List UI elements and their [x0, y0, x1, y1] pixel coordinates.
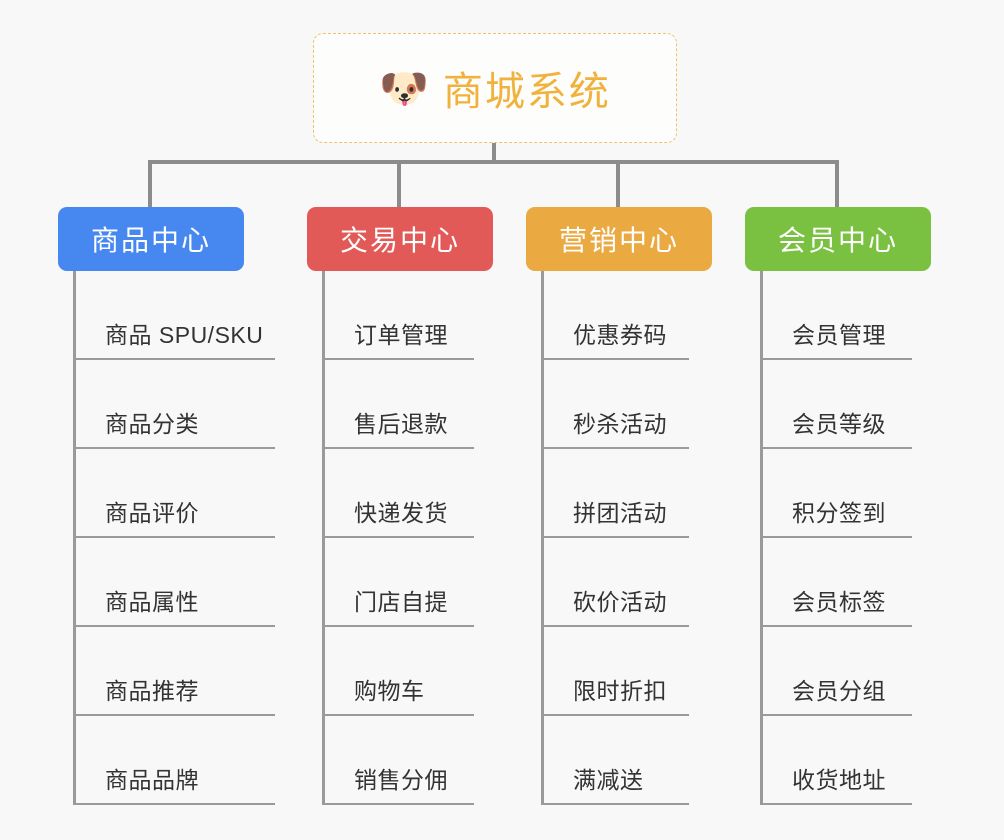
category-box-4[interactable]: 会员中心 [745, 207, 931, 271]
leaf-item-label: 限时折扣 [573, 678, 667, 704]
leaf-item[interactable]: 商品推荐 [73, 627, 275, 716]
leaf-item-label: 销售分佣 [354, 767, 448, 793]
leaf-item[interactable]: 会员标签 [760, 538, 912, 627]
category-label: 交易中心 [339, 225, 460, 256]
leaf-tree-3: 优惠券码秒杀活动拼团活动砍价活动限时折扣满减送 [541, 271, 712, 805]
root-node[interactable]: 🐶 商城系统 [313, 33, 677, 143]
leaf-tree-4: 会员管理会员等级积分签到会员标签会员分组收货地址 [760, 271, 931, 805]
category-label: 商品中心 [90, 225, 211, 256]
leaf-item-label: 会员管理 [792, 322, 886, 348]
leaf-item-label: 快递发货 [354, 500, 448, 526]
leaf-item-label: 商品评价 [105, 500, 199, 526]
leaf-item-label: 购物车 [354, 678, 425, 704]
connector-spine-1 [73, 271, 76, 805]
branch-column-3: 营销中心优惠券码秒杀活动拼团活动砍价活动限时折扣满减送 [526, 207, 712, 805]
leaf-item[interactable]: 会员分组 [760, 627, 912, 716]
leaf-item-label: 积分签到 [792, 500, 886, 526]
leaf-tree-1: 商品 SPU/SKU 商品分类商品评价商品属性商品推荐商品品牌 [73, 271, 275, 805]
dog-face-icon: 🐶 [379, 67, 429, 111]
leaf-item-label: 商品 SPU/SKU [105, 322, 264, 348]
connector-root-stem [492, 143, 496, 163]
leaf-item[interactable]: 销售分佣 [322, 716, 474, 805]
root-node-label: 商城系统 [442, 70, 611, 114]
leaf-item-label: 满减送 [573, 767, 644, 793]
leaf-item[interactable]: 拼团活动 [541, 449, 689, 538]
connector-spine-3 [541, 271, 544, 805]
leaf-item-label: 会员标签 [792, 589, 886, 615]
connector-horizontal-bar [148, 160, 837, 164]
category-box-1[interactable]: 商品中心 [58, 207, 244, 271]
leaf-item[interactable]: 售后退款 [322, 360, 474, 449]
category-label: 会员中心 [777, 225, 898, 256]
leaf-item-label: 商品推荐 [105, 678, 199, 704]
branch-column-2: 交易中心订单管理售后退款快递发货门店自提购物车销售分佣 [307, 207, 493, 805]
leaf-item[interactable]: 限时折扣 [541, 627, 689, 716]
connector-spine-2 [322, 271, 325, 805]
leaf-item-label: 拼团活动 [573, 500, 667, 526]
leaf-item[interactable]: 会员等级 [760, 360, 912, 449]
leaf-item[interactable]: 商品属性 [73, 538, 275, 627]
leaf-item[interactable]: 积分签到 [760, 449, 912, 538]
connector-drop-1 [148, 160, 152, 208]
leaf-item[interactable]: 优惠券码 [541, 271, 689, 360]
leaf-item[interactable]: 快递发货 [322, 449, 474, 538]
connector-drop-3 [616, 160, 620, 208]
leaf-item[interactable]: 购物车 [322, 627, 474, 716]
leaf-item-label: 会员分组 [792, 678, 886, 704]
leaf-item[interactable]: 商品品牌 [73, 716, 275, 805]
leaf-item-label: 会员等级 [792, 411, 886, 437]
branch-column-1: 商品中心商品 SPU/SKU 商品分类商品评价商品属性商品推荐商品品牌 [58, 207, 275, 805]
leaf-item[interactable]: 商品 SPU/SKU [73, 271, 275, 360]
leaf-item-label: 商品属性 [105, 589, 199, 615]
leaf-item-label: 优惠券码 [573, 322, 667, 348]
leaf-item-label: 砍价活动 [573, 589, 667, 615]
connector-drop-2 [397, 160, 401, 208]
leaf-tree-2: 订单管理售后退款快递发货门店自提购物车销售分佣 [322, 271, 493, 805]
leaf-item-label: 商品分类 [105, 411, 199, 437]
leaf-item[interactable]: 门店自提 [322, 538, 474, 627]
leaf-item-label: 商品品牌 [105, 767, 199, 793]
branch-column-4: 会员中心会员管理会员等级积分签到会员标签会员分组收货地址 [745, 207, 931, 805]
connector-spine-4 [760, 271, 763, 805]
leaf-item[interactable]: 收货地址 [760, 716, 912, 805]
leaf-item-label: 门店自提 [354, 589, 448, 615]
leaf-item[interactable]: 商品评价 [73, 449, 275, 538]
leaf-item-label: 售后退款 [354, 411, 448, 437]
connector-drop-4 [835, 160, 839, 208]
category-label: 营销中心 [558, 225, 679, 256]
leaf-item[interactable]: 订单管理 [322, 271, 474, 360]
leaf-item[interactable]: 商品分类 [73, 360, 275, 449]
leaf-item[interactable]: 砍价活动 [541, 538, 689, 627]
leaf-item[interactable]: 满减送 [541, 716, 689, 805]
leaf-item-label: 收货地址 [792, 767, 886, 793]
leaf-item[interactable]: 秒杀活动 [541, 360, 689, 449]
leaf-item-label: 秒杀活动 [573, 411, 667, 437]
category-box-2[interactable]: 交易中心 [307, 207, 493, 271]
leaf-item[interactable]: 会员管理 [760, 271, 912, 360]
category-box-3[interactable]: 营销中心 [526, 207, 712, 271]
leaf-item-label: 订单管理 [354, 322, 448, 348]
